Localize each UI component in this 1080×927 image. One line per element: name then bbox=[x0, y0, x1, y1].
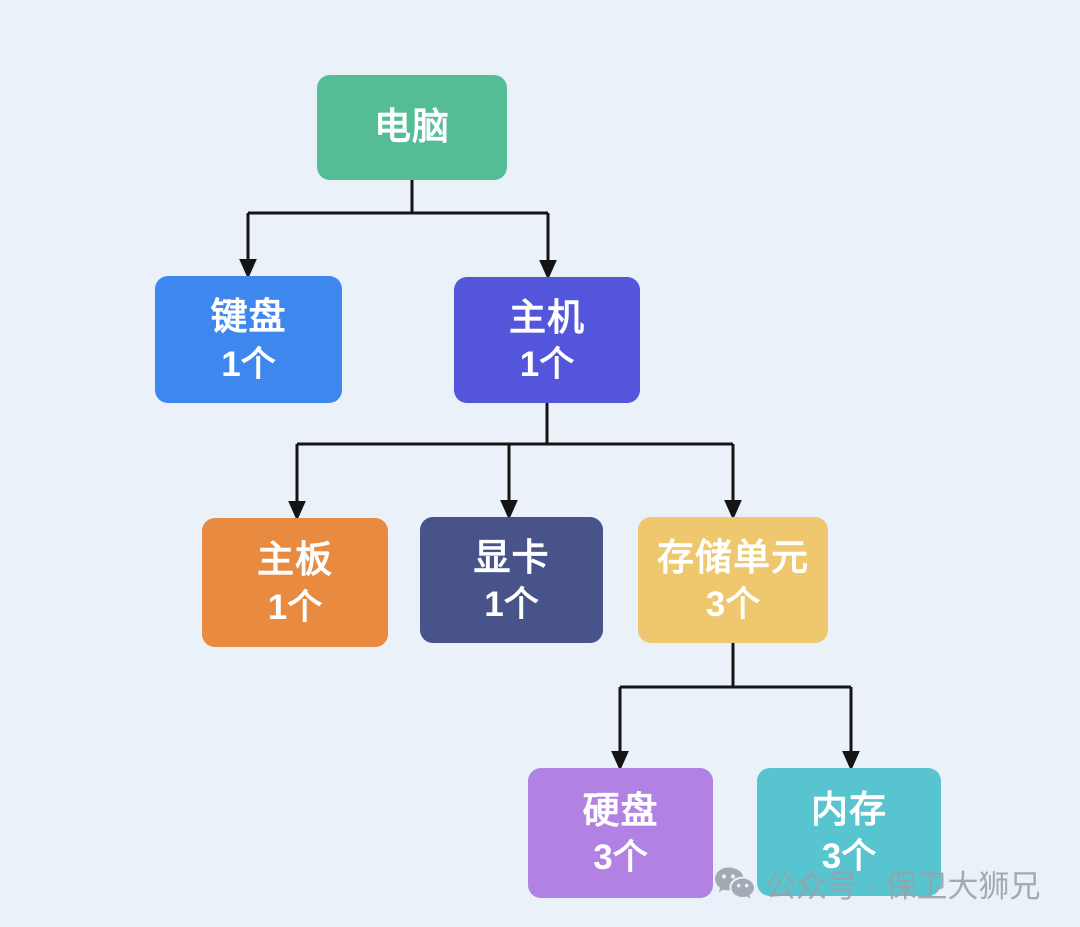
node-count: 3个 bbox=[821, 837, 877, 877]
node-count: 1个 bbox=[519, 345, 575, 385]
node-harddisk: 硬盘 3个 bbox=[528, 768, 713, 898]
node-keyboard: 键盘 1个 bbox=[155, 276, 342, 403]
node-host: 主机 1个 bbox=[454, 277, 640, 403]
watermark: 公众号 · 保卫大狮兄 bbox=[714, 861, 1041, 906]
node-label: 硬盘 bbox=[582, 789, 659, 831]
node-label: 主板 bbox=[257, 539, 333, 581]
wechat-icon bbox=[715, 867, 754, 898]
node-label: 内存 bbox=[811, 788, 887, 830]
node-label: 电脑 bbox=[374, 106, 450, 148]
node-memory: 内存 3个 bbox=[757, 768, 941, 896]
node-storage-unit: 存储单元 3个 bbox=[638, 517, 828, 643]
node-count: 3个 bbox=[593, 838, 648, 878]
node-label: 存储单元 bbox=[657, 536, 809, 578]
node-count: 1个 bbox=[484, 585, 539, 625]
node-label: 显卡 bbox=[473, 536, 550, 578]
node-count: 3个 bbox=[705, 585, 761, 625]
node-motherboard: 主板 1个 bbox=[202, 518, 388, 647]
node-label: 主机 bbox=[509, 296, 585, 338]
node-label: 键盘 bbox=[210, 296, 287, 338]
node-computer: 电脑 bbox=[317, 75, 507, 180]
node-gpu: 显卡 1个 bbox=[420, 517, 603, 643]
node-count: 1个 bbox=[221, 344, 276, 384]
watermark-text: 公众号 · 保卫大狮兄 bbox=[765, 869, 1041, 904]
node-count: 1个 bbox=[267, 587, 323, 627]
